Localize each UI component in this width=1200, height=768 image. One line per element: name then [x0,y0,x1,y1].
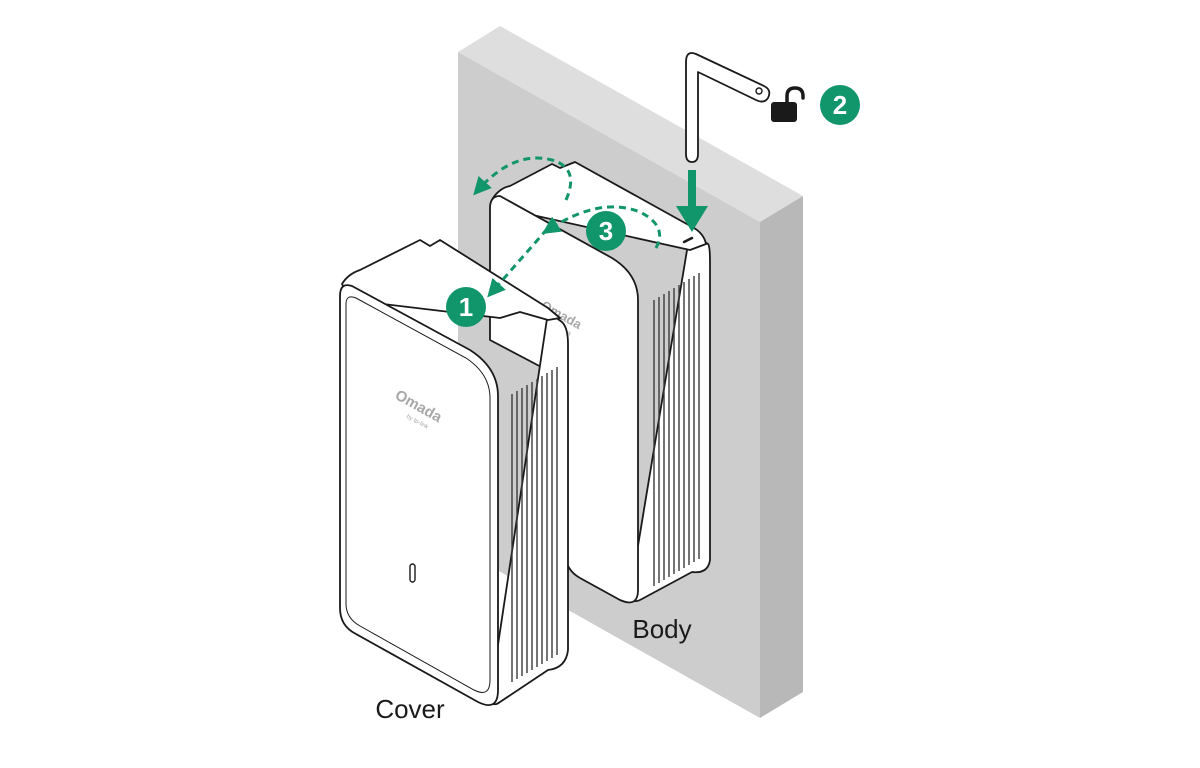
body-lock-slot [682,236,694,244]
svg-text:3: 3 [599,216,613,246]
step-3-badge: 3 [586,211,626,251]
l-key-tool-icon [685,52,771,163]
step-1-badge: 1 [446,287,486,327]
cover-vents [511,367,558,682]
step-3-arrow-lower [541,205,661,249]
cover-top-face [341,239,561,321]
step-2-badge: 2 [820,85,860,125]
wall-side-face [760,196,803,718]
wall-top-face [458,26,803,222]
svg-text:2: 2 [833,90,847,120]
cover-front-face [339,284,499,706]
body-label: Body [632,614,691,644]
down-arrow-icon [676,170,708,232]
step-3-arrow-upper [473,156,573,201]
svg-text:1: 1 [459,292,473,322]
unlock-icon [771,86,805,122]
motion-arrows [473,156,661,298]
body-top-face [492,161,707,251]
cover-led-indicator [409,563,416,583]
cover-device: Omada by tp-link [339,239,569,706]
cover-front-bevel [345,296,491,693]
body-vents [653,273,700,586]
cover-label: Cover [375,694,445,724]
